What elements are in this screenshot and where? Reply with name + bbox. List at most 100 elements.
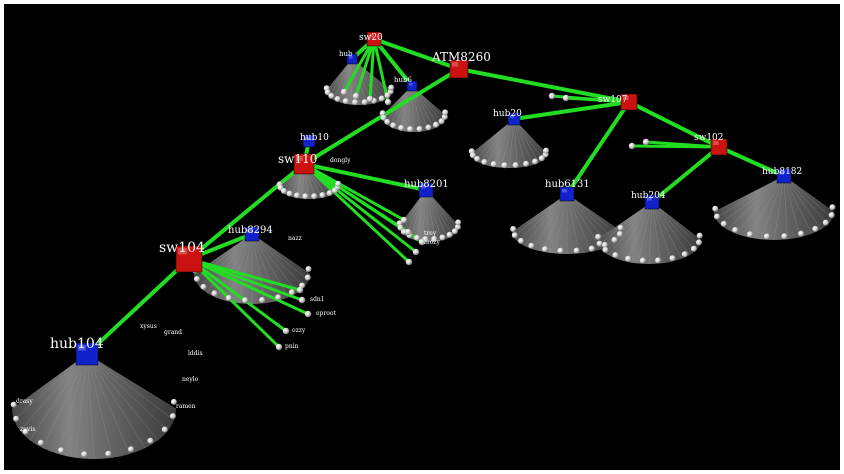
leaf-node-sphere bbox=[275, 294, 282, 301]
host-node-sphere bbox=[282, 327, 290, 335]
cone-facet bbox=[760, 175, 785, 240]
network-link bbox=[372, 37, 414, 88]
leaf-node-sphere bbox=[352, 99, 359, 106]
leaf-node-sphere bbox=[304, 274, 311, 281]
cone-facet bbox=[511, 193, 568, 233]
host-node-sphere bbox=[412, 248, 420, 256]
node-label-sw102: sw102 bbox=[694, 133, 724, 143]
cone-facet bbox=[508, 118, 515, 169]
cone-facet bbox=[513, 118, 539, 163]
cone-facet bbox=[783, 175, 835, 213]
host-node-sphere bbox=[642, 138, 650, 146]
leaf-node-sphere bbox=[407, 126, 414, 133]
cone-facet bbox=[13, 353, 88, 421]
node-highlight bbox=[647, 197, 652, 201]
network-link bbox=[565, 100, 631, 196]
topology-canvas[interactable]: sw20 hub hub6 ATM8260 sw107 hub20 sw102 … bbox=[4, 4, 840, 470]
leaf-node-sphere bbox=[147, 437, 154, 444]
leaf-node-sphere bbox=[439, 234, 446, 241]
leaf-node-sphere bbox=[714, 213, 720, 220]
leaf-node-sphere bbox=[161, 426, 168, 433]
cone-facet bbox=[532, 193, 568, 250]
cone-facet bbox=[19, 353, 88, 431]
leaf-label: neylo bbox=[182, 376, 199, 383]
cone-facet bbox=[554, 193, 568, 254]
leaf-node-sphere bbox=[532, 158, 539, 165]
cone-facet bbox=[500, 118, 515, 168]
cone-facet bbox=[470, 118, 515, 155]
leaf-node-sphere bbox=[37, 439, 44, 446]
cone-facet bbox=[411, 85, 444, 124]
leaf-node-sphere bbox=[22, 428, 29, 435]
leaf-node-sphere bbox=[712, 205, 719, 212]
cone-facet bbox=[713, 175, 785, 213]
cone-facet bbox=[86, 353, 159, 441]
node-label-atm8260: ATM8260 bbox=[431, 50, 491, 64]
network-link bbox=[650, 145, 721, 204]
switch-node-sw110 bbox=[293, 153, 315, 175]
cone-facet bbox=[783, 175, 812, 234]
cone-facet bbox=[523, 193, 568, 246]
node-label-hub104: hub104 bbox=[50, 336, 104, 352]
cone-facet bbox=[783, 175, 822, 230]
cone-facet bbox=[425, 189, 453, 237]
leaf-node-sphere bbox=[397, 224, 404, 231]
cone-facet bbox=[329, 58, 353, 98]
network-link bbox=[457, 67, 631, 104]
leaf-node-sphere bbox=[596, 240, 603, 247]
cone-facet bbox=[58, 353, 88, 455]
leaf-node-sphere bbox=[763, 233, 770, 240]
node-highlight bbox=[369, 34, 374, 38]
hub-fanout-cone bbox=[12, 354, 176, 459]
host-node-sphere bbox=[384, 98, 392, 106]
network-link bbox=[627, 100, 721, 149]
leaf-node-sphere bbox=[822, 219, 829, 226]
cone-facet bbox=[405, 189, 427, 237]
hub-node-hub8294 bbox=[244, 226, 260, 242]
hub-node-hub104 bbox=[75, 342, 99, 366]
cone-facet bbox=[86, 353, 95, 460]
hub-node-hub20 bbox=[507, 112, 521, 126]
cone-facet bbox=[411, 85, 447, 117]
cone-facet bbox=[411, 85, 435, 129]
leaf-node-sphere bbox=[732, 227, 739, 233]
leaf-label: dongly bbox=[330, 157, 351, 164]
leaf-node-sphere bbox=[601, 241, 608, 248]
cone-facet bbox=[566, 193, 602, 250]
node-highlight bbox=[247, 229, 252, 233]
node-label-sw104: sw104 bbox=[159, 240, 205, 256]
cone-facet bbox=[251, 233, 298, 293]
hub-node-hub8182 bbox=[776, 168, 792, 184]
cone-facet bbox=[425, 189, 436, 242]
host-link bbox=[564, 96, 631, 104]
hub-node-hub6 bbox=[406, 80, 418, 92]
network-link bbox=[372, 37, 461, 71]
cone-facet bbox=[86, 353, 169, 431]
leaf-node-sphere bbox=[469, 152, 476, 159]
leaf-label: zuvis bbox=[20, 426, 35, 433]
leaf-node-sphere bbox=[625, 255, 632, 262]
leaf-node-sphere bbox=[669, 255, 676, 262]
cone-facet bbox=[251, 233, 309, 281]
cone-facet bbox=[783, 175, 833, 219]
node-highlight bbox=[305, 137, 310, 140]
host-link bbox=[187, 257, 304, 302]
cone-facet bbox=[651, 201, 661, 264]
leaf-node-sphere bbox=[538, 155, 545, 162]
cone-facet bbox=[513, 193, 568, 238]
leaf-node-sphere bbox=[390, 122, 397, 129]
cone-facet bbox=[719, 175, 785, 225]
node-highlight bbox=[713, 141, 719, 145]
host-link bbox=[187, 257, 288, 333]
leaf-node-sphere bbox=[431, 236, 438, 242]
cone-facet bbox=[393, 85, 413, 129]
leaf-node-sphere bbox=[169, 413, 176, 420]
leaf-label: xysus bbox=[140, 323, 157, 330]
cone-facet bbox=[513, 118, 547, 158]
network-topology-view[interactable]: sw20 hub hub6 ATM8260 sw107 hub20 sw102 … bbox=[4, 4, 840, 470]
cone-facet bbox=[86, 353, 175, 421]
cone-facet bbox=[86, 353, 130, 455]
cone-facet bbox=[251, 233, 311, 275]
leaf-node-sphere bbox=[720, 220, 727, 227]
leaf-node-sphere bbox=[342, 98, 349, 105]
